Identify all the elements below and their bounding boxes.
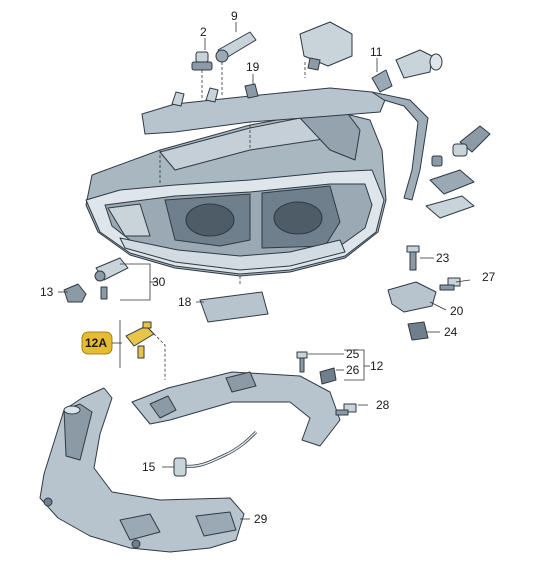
control-modules — [425, 169, 475, 219]
part-23-screw — [406, 245, 420, 271]
callout-12: 12 — [370, 359, 384, 373]
part-9-bulb — [215, 31, 257, 95]
part-30-motor-group — [63, 257, 129, 303]
part-24-clip — [407, 321, 429, 341]
part-26-clip — [319, 367, 337, 385]
callout-27: 27 — [482, 270, 496, 284]
callout-19: 19 — [246, 60, 260, 74]
callout-26: 26 — [346, 363, 360, 377]
callout-labels: 2 9 19 11 13 30 18 23 27 20 24 12A 25 26… — [40, 9, 496, 526]
top-motor — [299, 21, 353, 78]
callout-23: 23 — [436, 251, 450, 265]
callout-20: 20 — [450, 304, 464, 318]
callout-25: 25 — [346, 347, 360, 361]
part-20-bracket — [387, 281, 437, 313]
callout-2: 2 — [200, 25, 207, 39]
callout-28: 28 — [376, 398, 390, 412]
headlight-housing — [85, 109, 387, 285]
adjust-knob — [431, 125, 491, 167]
part-11-bulb — [371, 49, 443, 93]
part-18-plate — [199, 291, 269, 323]
part-2-bulb-holder — [191, 51, 213, 100]
callout-29: 29 — [254, 512, 268, 526]
callout-12a: 12A — [85, 336, 107, 350]
part-25-screw — [296, 351, 308, 373]
top-cover-bracket — [141, 87, 429, 201]
part-28-screw — [335, 403, 357, 416]
callout-30: 30 — [152, 275, 166, 289]
callout-18: 18 — [178, 295, 192, 309]
part-29-lower-carrier — [39, 387, 245, 553]
callout-15: 15 — [142, 460, 156, 474]
leader-lines — [58, 22, 471, 520]
callout-13: 13 — [40, 285, 54, 299]
callout-11: 11 — [370, 45, 383, 59]
part-12-support-bracket — [131, 371, 341, 447]
part-15-sensor-cable — [173, 430, 258, 477]
part-27-screw — [439, 277, 461, 291]
callout-9: 9 — [231, 9, 238, 23]
callout-24: 24 — [444, 325, 458, 339]
part-19-cap — [244, 83, 259, 99]
part-12a-sensor — [125, 321, 155, 359]
